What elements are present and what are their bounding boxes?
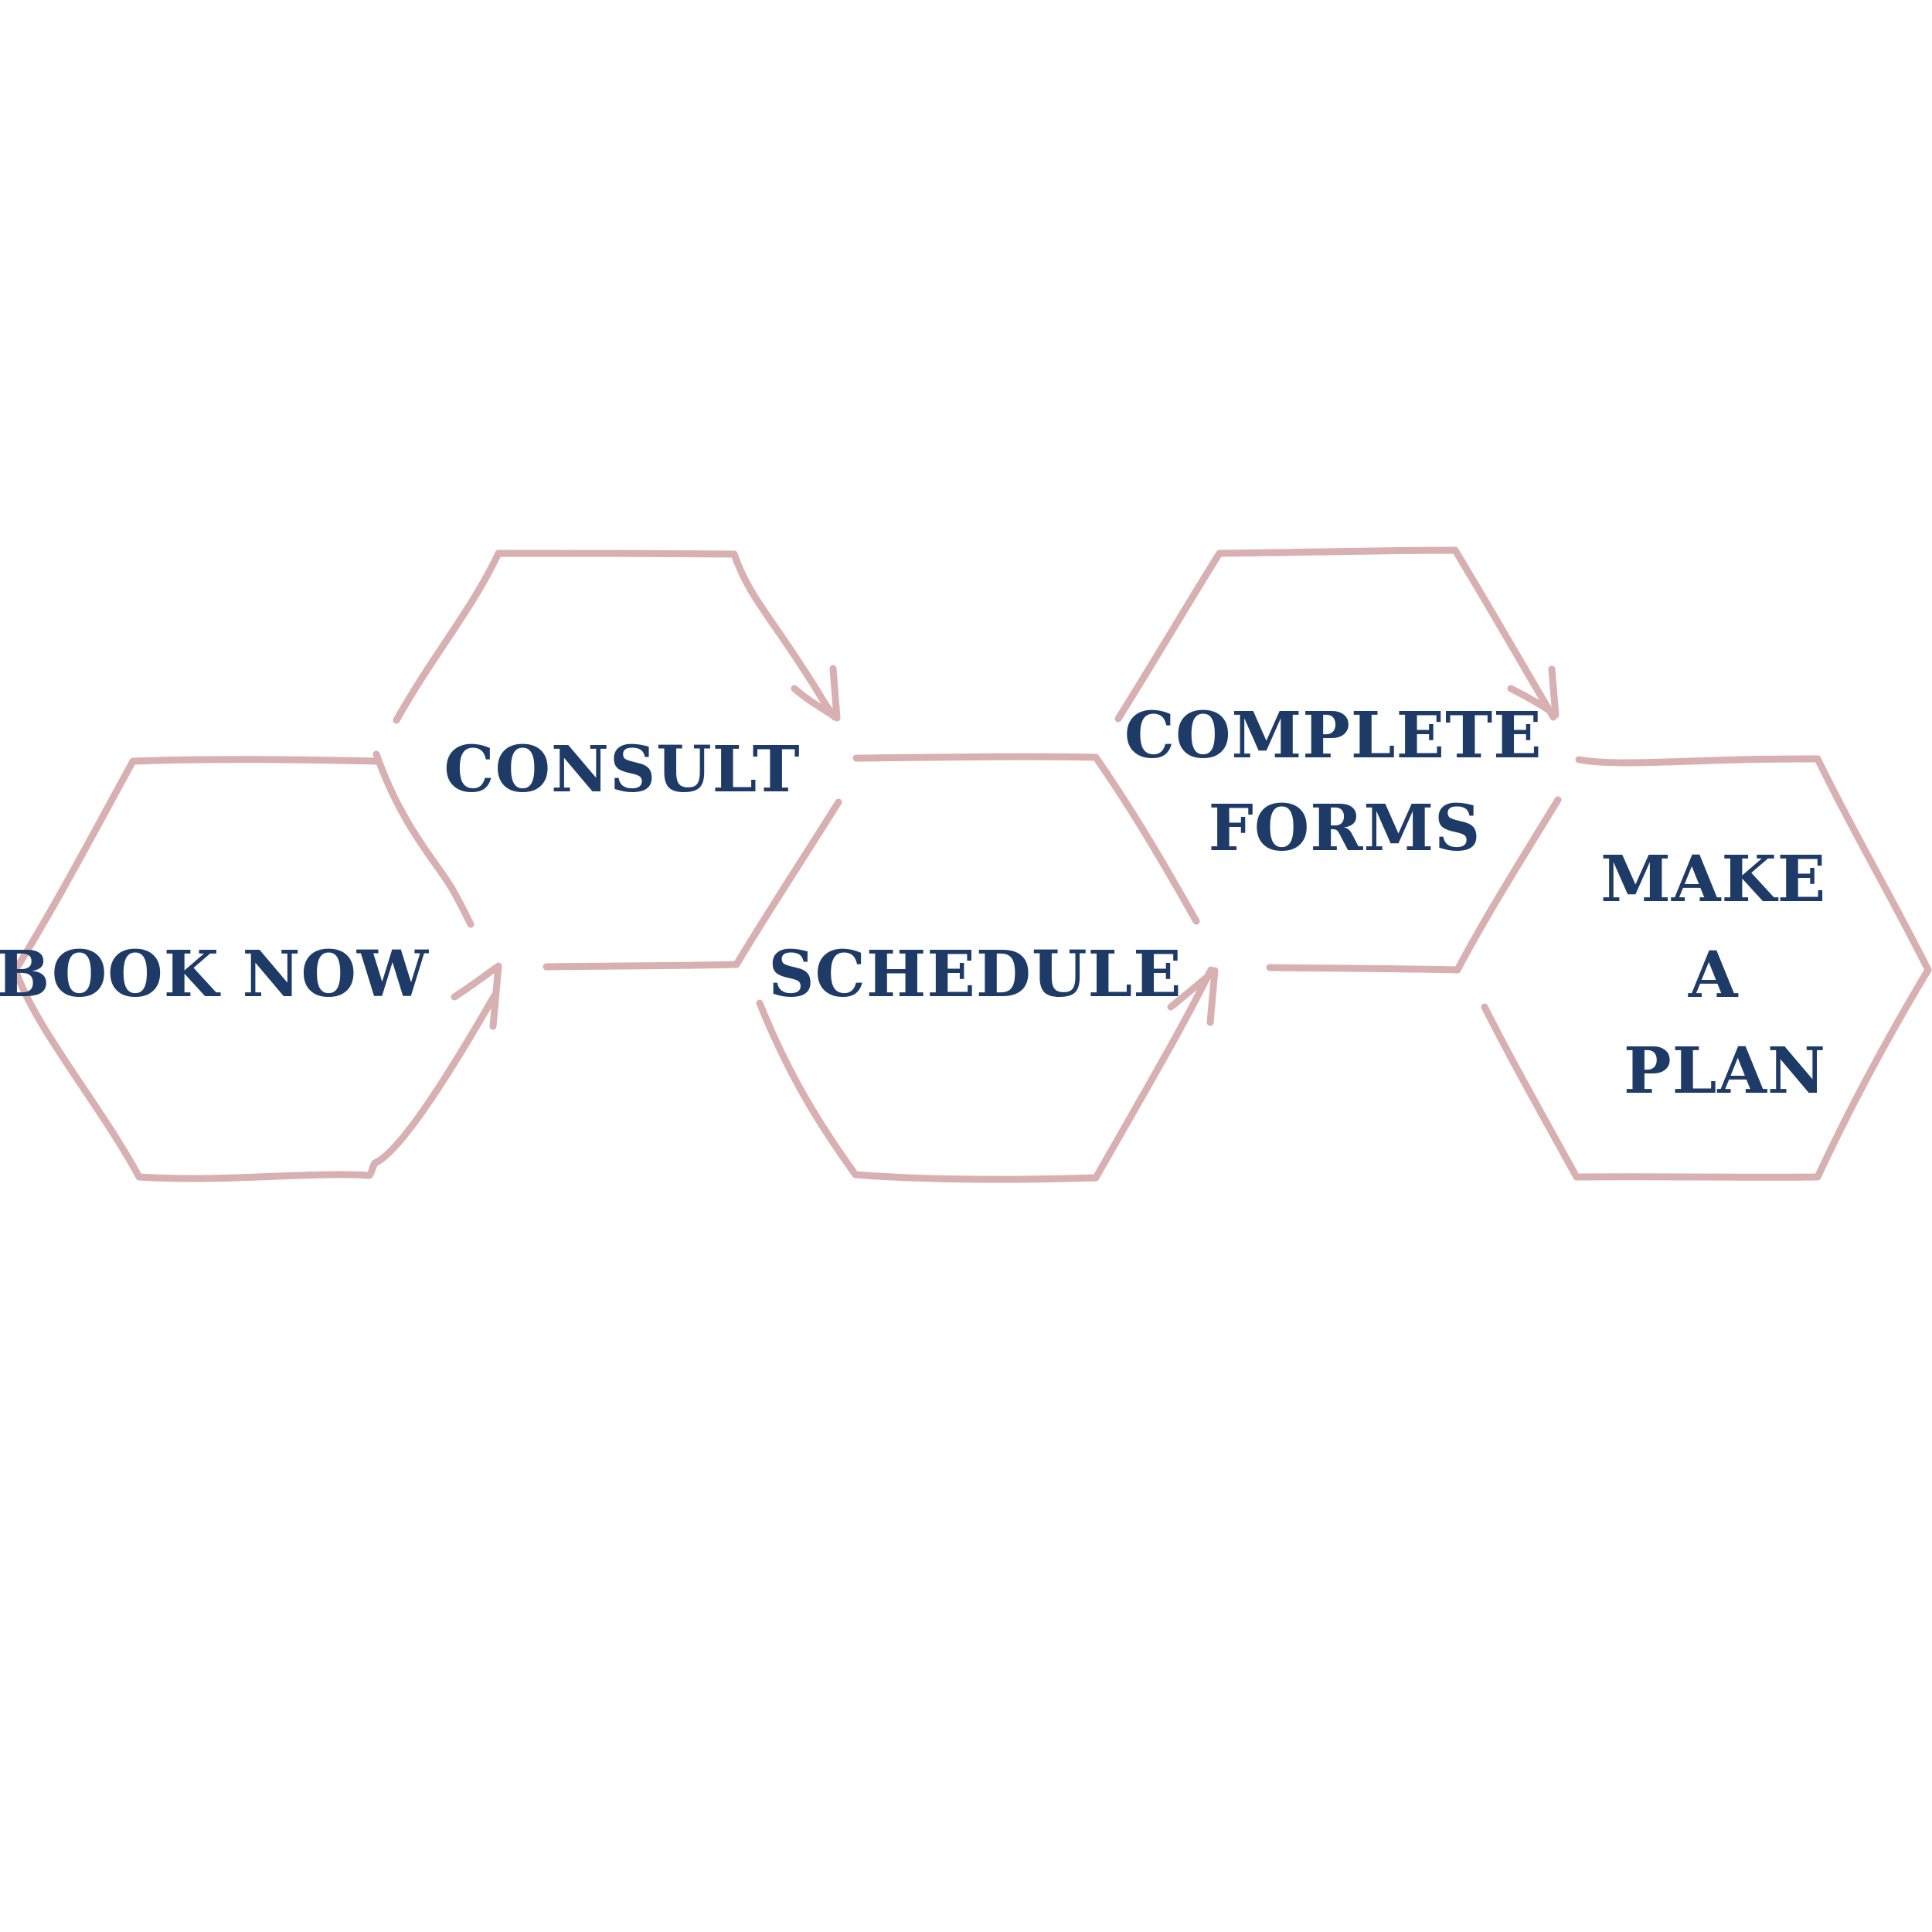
arrow-head-book-now <box>451 962 502 1030</box>
step-complete-forms <box>1114 546 1562 974</box>
step-label-make-a-plan-line-1: MAKE <box>1600 842 1826 917</box>
step-label-make-a-plan-line-2: A <box>1688 938 1739 1012</box>
step-label-complete-forms: COMPLETE FORMS <box>1124 699 1565 866</box>
arrow-head-consult <box>791 665 841 722</box>
hexagon-outline-book-now <box>12 750 498 1182</box>
step-label-make-a-plan: MAKE A PLAN <box>1600 842 1849 1108</box>
step-label-complete-forms-line-2: FORMS <box>1209 791 1481 866</box>
hexagon-outline-schedule <box>756 753 1215 1183</box>
hexagon-outline-consult <box>393 549 842 971</box>
step-label-book-now: BOOK NOW <box>0 937 430 1012</box>
step-consult <box>393 549 842 971</box>
arrow-head-schedule <box>1167 967 1219 1026</box>
step-book-now <box>12 750 502 1182</box>
step-schedule <box>756 753 1219 1183</box>
hexagon-outline-make-a-plan <box>1481 755 1932 1181</box>
step-make-a-plan <box>1481 755 1932 1181</box>
step-label-consult: CONSULT <box>444 733 800 807</box>
step-label-complete-forms-line-1: COMPLETE <box>1124 699 1543 773</box>
step-label-make-a-plan-line-3: PLAN <box>1624 1034 1826 1108</box>
hexagon-outline-complete-forms <box>1114 546 1562 974</box>
step-label-schedule: SCHEDULE <box>768 937 1182 1012</box>
arrow-head-complete-forms <box>1507 665 1560 719</box>
